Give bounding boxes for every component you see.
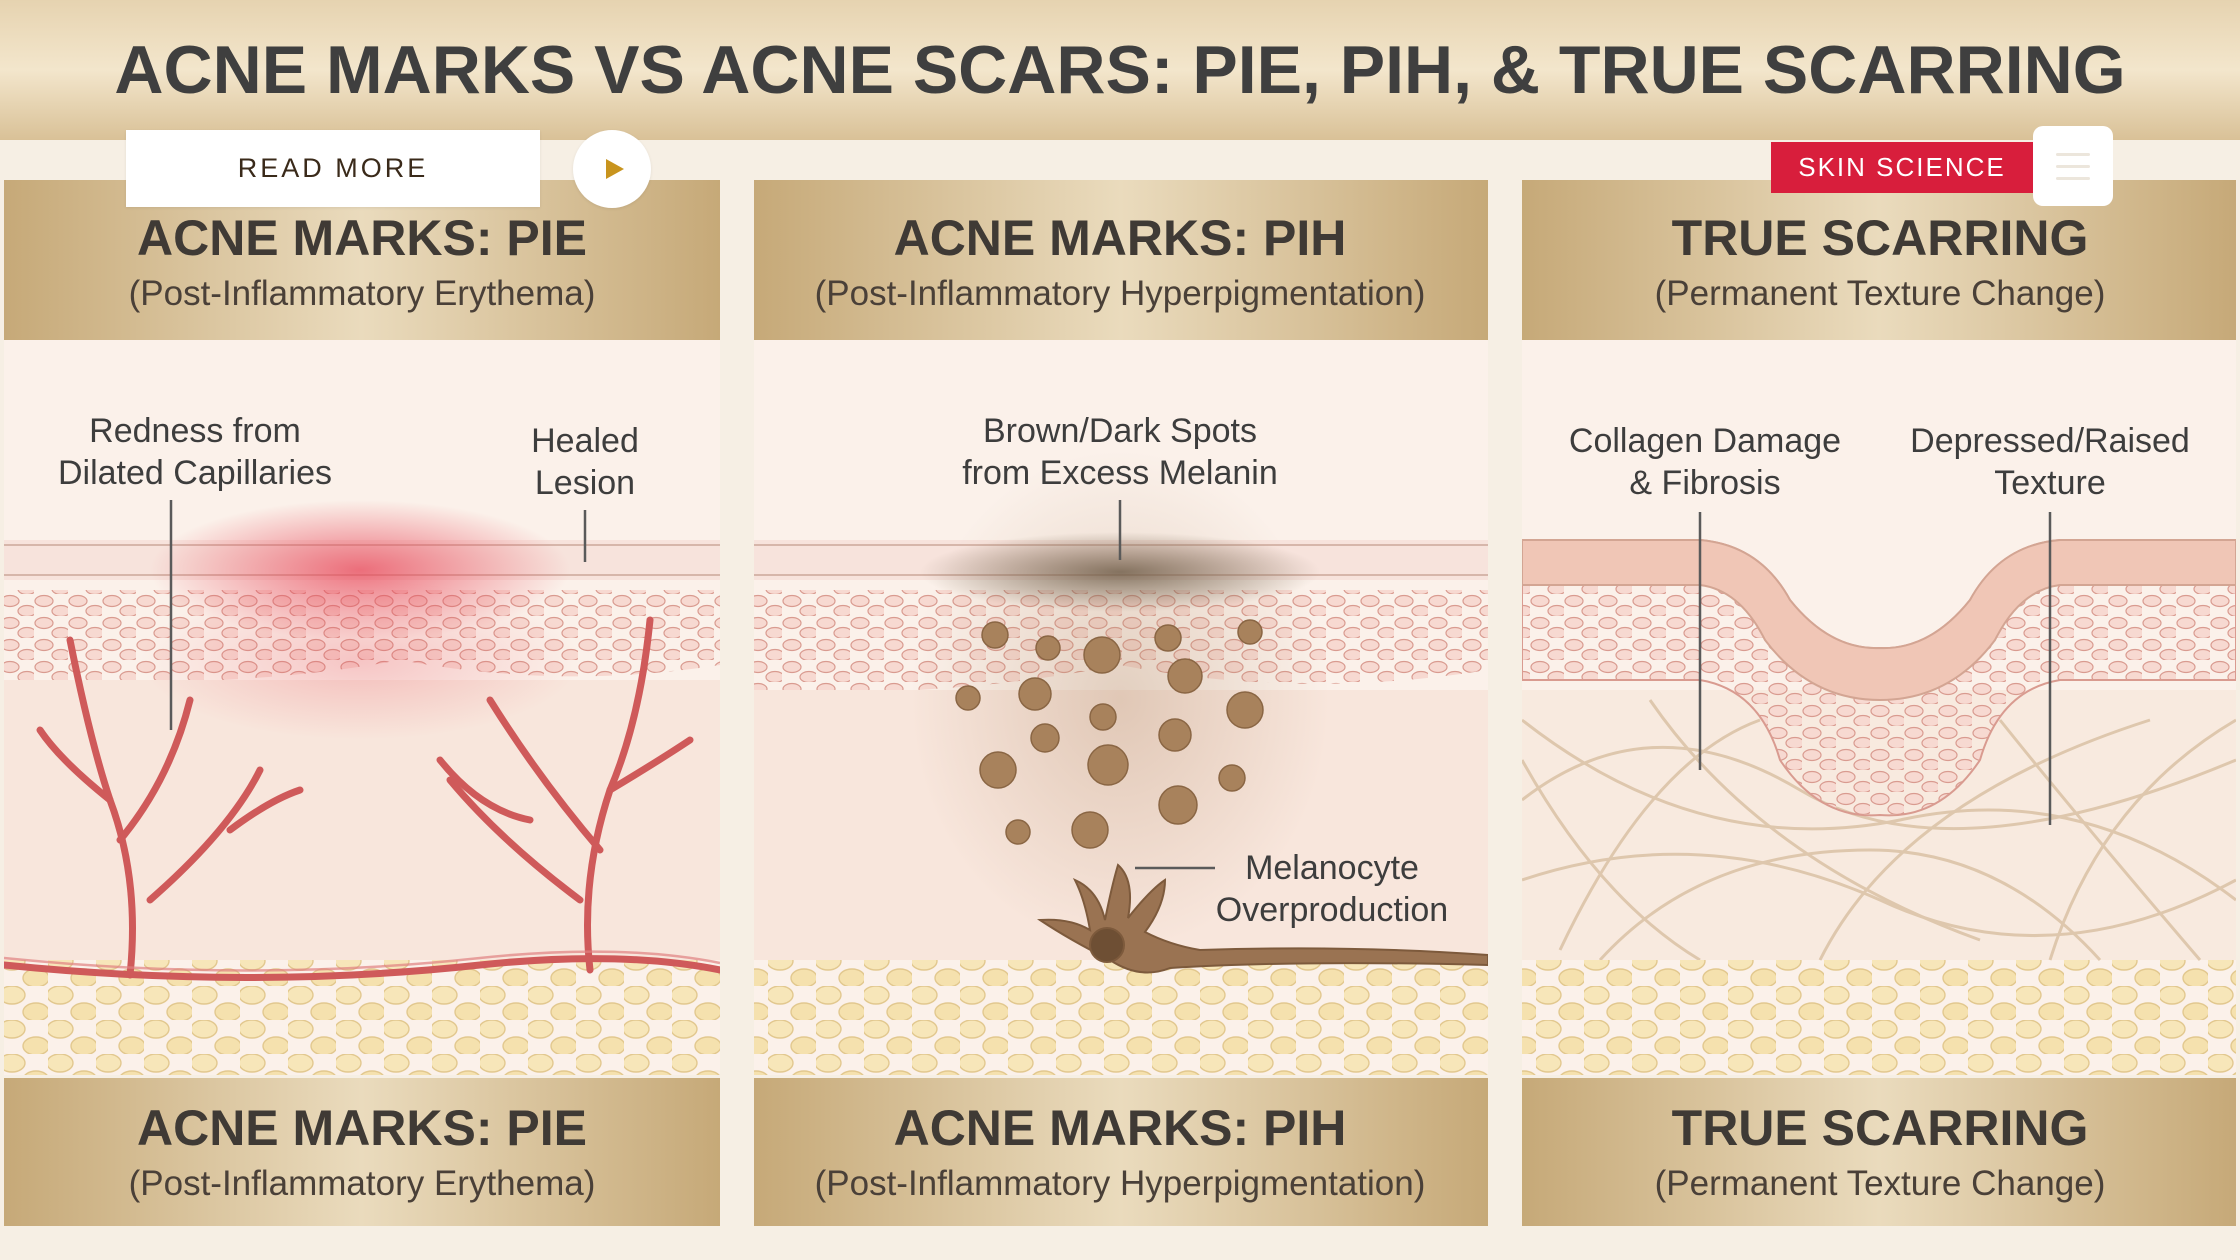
annotation-label: & Fibrosis xyxy=(1629,464,1780,502)
menu-button[interactable] xyxy=(2033,126,2113,206)
panel-footer-heading: ACNE MARKS: PIE xyxy=(137,1100,587,1156)
annotation-label: Melanocyte xyxy=(1245,849,1419,887)
annotation-label: Texture xyxy=(1994,464,2106,502)
annotation-label: Redness from xyxy=(89,412,301,450)
annotation-label: from Excess Melanin xyxy=(962,454,1278,492)
annotation-label: Depressed/Raised xyxy=(1910,422,2190,460)
annotation-label: Lesion xyxy=(535,464,635,502)
main-title: ACNE MARKS VS ACNE SCARS: PIE, PIH, & TR… xyxy=(114,32,2125,108)
annotation-label: Dilated Capillaries xyxy=(58,454,332,492)
panel-pie: ACNE MARKS: PIE (Post-Inflammatory Eryth… xyxy=(4,180,720,1226)
panel-footer-heading: TRUE SCARRING xyxy=(1672,1100,2089,1156)
hamburger-menu-icon xyxy=(2056,164,2090,168)
annotation-label: Collagen Damage xyxy=(1569,422,1841,460)
panel-footer-subheading: (Post-Inflammatory Hyperpigmentation) xyxy=(815,1164,1426,1203)
panel-footer-subheading: (Post-Inflammatory Erythema) xyxy=(129,1164,596,1203)
hamburger-menu-icon xyxy=(2056,152,2090,156)
panel-footer-subheading: (Permanent Texture Change) xyxy=(1655,1164,2106,1203)
panel-true-scarring: TRUE SCARRING (Permanent Texture Change) xyxy=(1522,180,2236,1226)
panel-heading: ACNE MARKS: PIE xyxy=(137,210,587,266)
category-badge[interactable]: SKIN SCIENCE xyxy=(1771,142,2033,193)
play-button[interactable] xyxy=(573,130,651,208)
panel-pih: ACNE MARKS: PIH (Post-Inflammatory Hyper… xyxy=(754,180,1488,1226)
read-more-button[interactable]: READ MORE xyxy=(126,130,540,207)
play-icon xyxy=(606,159,624,179)
panel-footer-heading: ACNE MARKS: PIH xyxy=(894,1100,1347,1156)
panel-heading: TRUE SCARRING xyxy=(1672,210,2089,266)
panel-heading: ACNE MARKS: PIH xyxy=(894,210,1347,266)
annotation-label: Brown/Dark Spots xyxy=(983,412,1257,450)
panel-subheading: (Post-Inflammatory Erythema) xyxy=(129,274,596,313)
annotation-label: Healed xyxy=(531,422,639,460)
panel-subheading: (Permanent Texture Change) xyxy=(1655,274,2106,313)
hamburger-menu-icon xyxy=(2056,176,2090,180)
annotation-label: Overproduction xyxy=(1216,891,1448,929)
panel-subheading: (Post-Inflammatory Hyperpigmentation) xyxy=(815,274,1426,313)
